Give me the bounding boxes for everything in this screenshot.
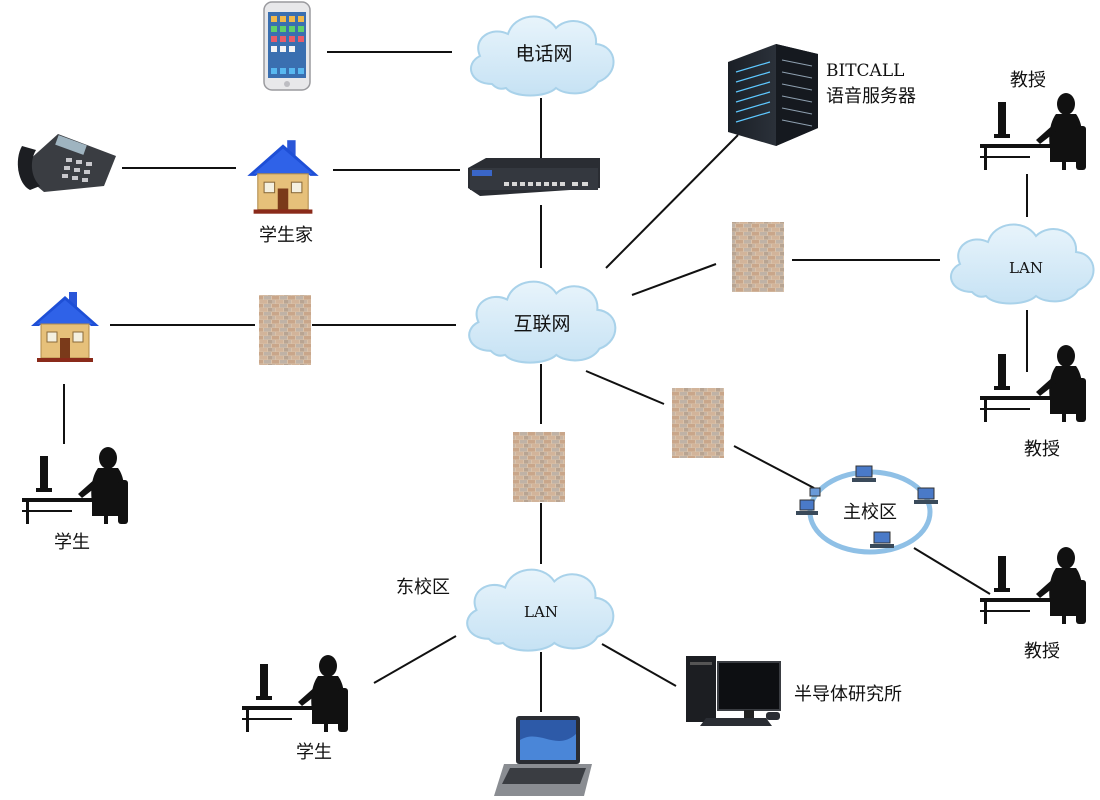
- student-left-label: 学生: [54, 532, 90, 553]
- main-campus-ring: 主校区: [796, 465, 938, 555]
- student-left: 学生: [22, 447, 128, 553]
- telephone-network-label: 电话网: [515, 43, 572, 65]
- person-at-computer-icon: [22, 447, 128, 524]
- lan-right-cloud: LAN: [949, 223, 1095, 305]
- desktop-computer-icon: [686, 656, 781, 726]
- professor-bottom-label: 教授: [1024, 641, 1060, 662]
- house-icon: [246, 139, 320, 215]
- internet-cloud: 互联网: [468, 280, 617, 364]
- internet-label: 互联网: [513, 313, 570, 335]
- firewall-icon: [672, 388, 724, 458]
- professor-top-label: 教授: [1010, 70, 1046, 91]
- smartphone-icon: [263, 1, 311, 91]
- main-campus-label: 主校区: [843, 502, 897, 523]
- east-campus-label: 东校区: [396, 577, 450, 598]
- student-home-label: 学生家: [259, 225, 313, 246]
- lan-right-label: LAN: [1009, 259, 1043, 277]
- firewall-icon: [513, 432, 565, 502]
- person-at-computer-icon: [242, 655, 348, 732]
- firewall-icon: [259, 295, 311, 365]
- person-at-computer-icon: [980, 93, 1086, 170]
- telephone-network-cloud: 电话网: [469, 15, 615, 97]
- firewall-icon: [732, 222, 784, 292]
- student-home-house: 学生家: [246, 139, 320, 246]
- professor-middle: 教授: [980, 345, 1086, 460]
- person-at-computer-icon: [980, 547, 1086, 624]
- semiconductor-institute-label: 半导体研究所: [794, 684, 902, 705]
- router-icon: [468, 158, 600, 196]
- connection-lines: [63, 51, 1028, 712]
- desk-phone-icon: [17, 134, 116, 192]
- house-icon: [30, 291, 100, 363]
- professor-middle-label: 教授: [1024, 439, 1060, 460]
- person-at-computer-icon: [980, 345, 1086, 422]
- student-bottom: 学生: [242, 655, 348, 763]
- left-house: [30, 291, 100, 363]
- server-rack-icon: [728, 44, 818, 146]
- bitcall-name-label: BITCALL: [826, 61, 904, 81]
- lan-east-cloud: LAN: [466, 568, 615, 652]
- professor-bottom: 教授: [980, 547, 1086, 662]
- lan-east-label: LAN: [524, 603, 558, 621]
- professor-top: 教授: [980, 70, 1086, 170]
- laptop-icon: [494, 716, 592, 796]
- student-bottom-label: 学生: [296, 742, 332, 763]
- bitcall-desc-label: 语音服务器: [826, 86, 916, 107]
